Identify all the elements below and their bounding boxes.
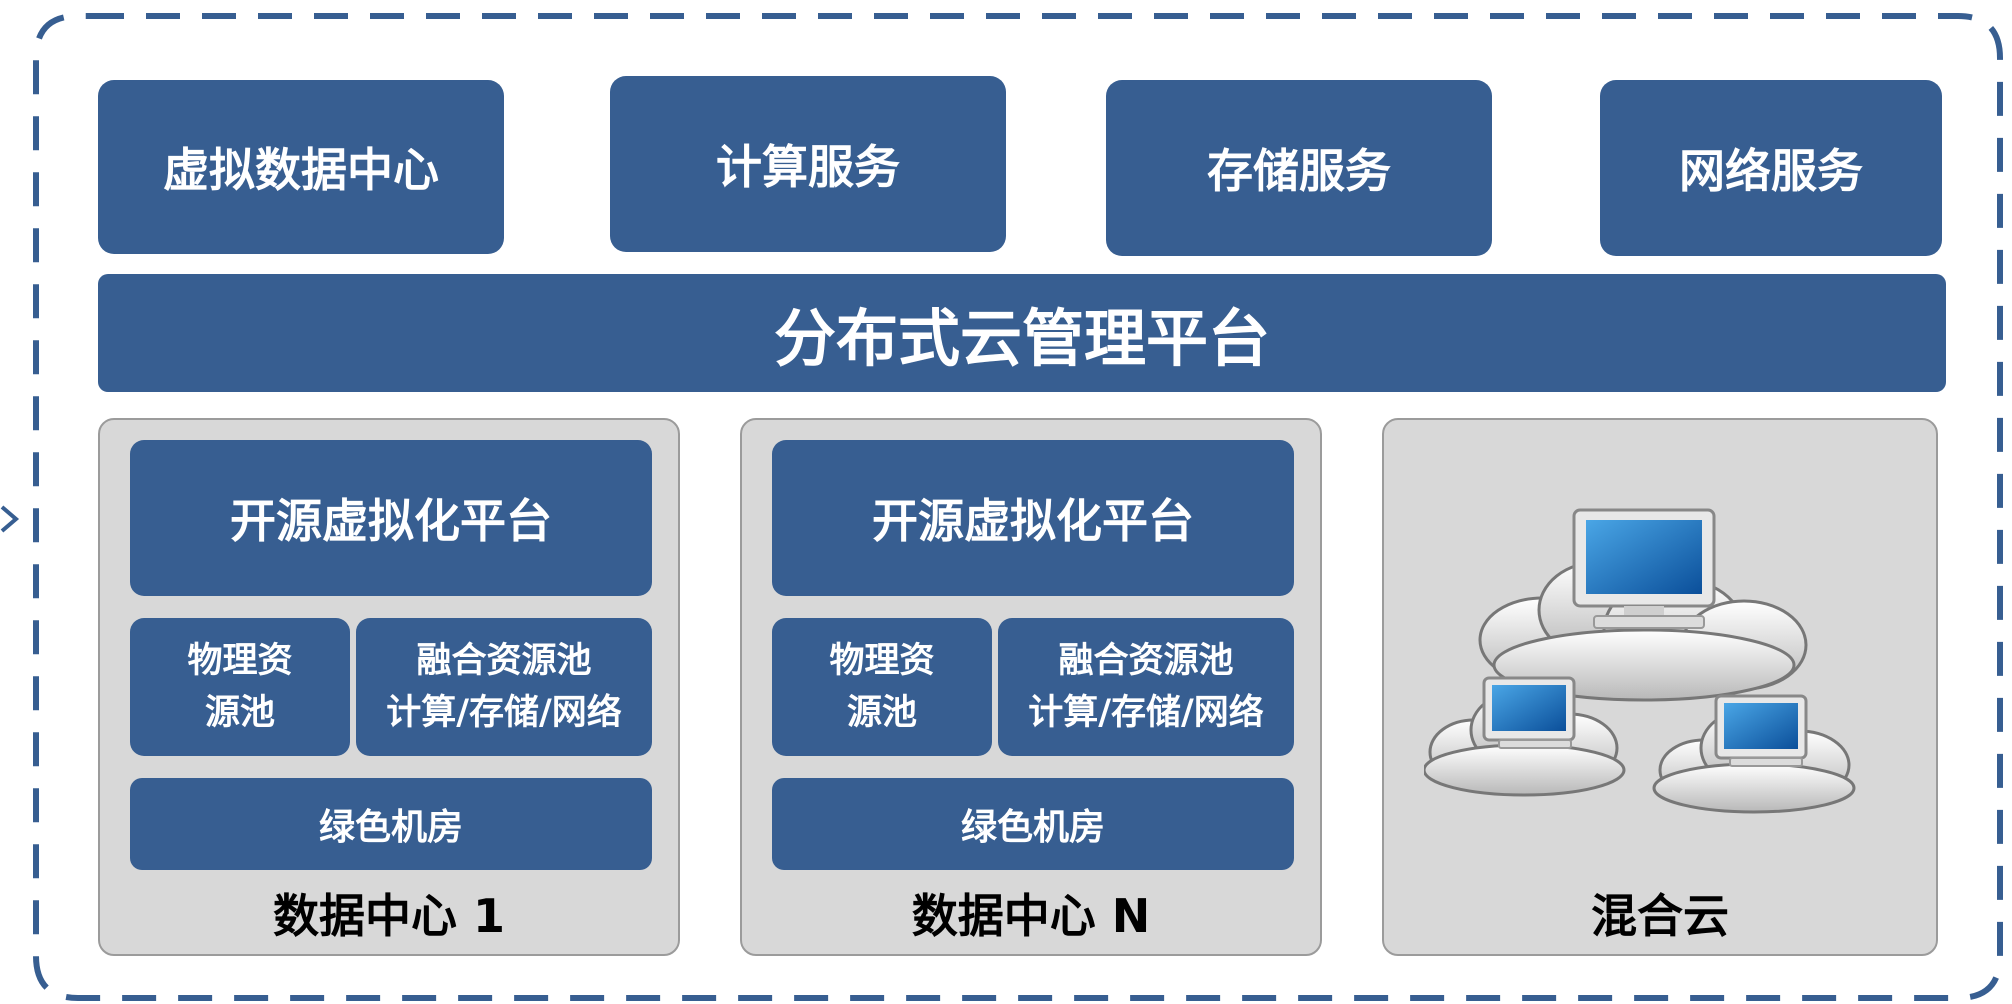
service-virtual-datacenter[interactable]: 虚拟数据中心 [98, 80, 504, 254]
hybrid-cloud-panel: 混合云 [1382, 418, 1938, 956]
datacenter-1-label: 数据中心 1 [272, 889, 506, 943]
green-machine-room[interactable]: 绿色机房 [130, 778, 652, 870]
physical-resource-pool[interactable]: 物理资 源池 [130, 618, 350, 756]
converged-pool-line-1: 融合资源池 [1058, 640, 1234, 681]
virtualization-platform[interactable]: 开源虚拟化平台 [772, 440, 1294, 596]
physical-pool-line-1: 物理资 [187, 640, 293, 681]
service-compute[interactable]: 计算服务 [610, 76, 1006, 252]
left-arrow-icon [0, 505, 20, 533]
converged-pool-line-1: 融合资源池 [416, 640, 592, 681]
datacenter-1-panel: 开源虚拟化平台 物理资 源池 融合资源池 计算/存储/网络 绿色机房 数据中心 … [98, 418, 680, 956]
physical-pool-line-2: 源池 [846, 693, 917, 733]
converged-resource-pool[interactable]: 融合资源池 计算/存储/网络 [356, 618, 652, 756]
service-storage[interactable]: 存储服务 [1106, 80, 1492, 256]
converged-pool-line-2: 计算/存储/网络 [1028, 693, 1264, 733]
virtualization-platform[interactable]: 开源虚拟化平台 [130, 440, 652, 596]
converged-resource-pool[interactable]: 融合资源池 计算/存储/网络 [998, 618, 1294, 756]
datacenter-n-panel: 开源虚拟化平台 物理资 源池 融合资源池 计算/存储/网络 绿色机房 数据中心 … [740, 418, 1322, 956]
green-machine-room[interactable]: 绿色机房 [772, 778, 1294, 870]
datacenter-n-label: 数据中心 N [911, 889, 1151, 943]
physical-resource-pool[interactable]: 物理资 源池 [772, 618, 992, 756]
cloud-computers-icon [1424, 508, 1856, 814]
physical-pool-line-1: 物理资 [829, 640, 935, 681]
service-network[interactable]: 网络服务 [1600, 80, 1942, 256]
hybrid-cloud-label: 混合云 [1591, 889, 1729, 943]
physical-pool-line-2: 源池 [204, 693, 275, 733]
converged-pool-line-2: 计算/存储/网络 [386, 693, 622, 733]
distributed-cloud-management-platform[interactable]: 分布式云管理平台 [98, 274, 1946, 392]
